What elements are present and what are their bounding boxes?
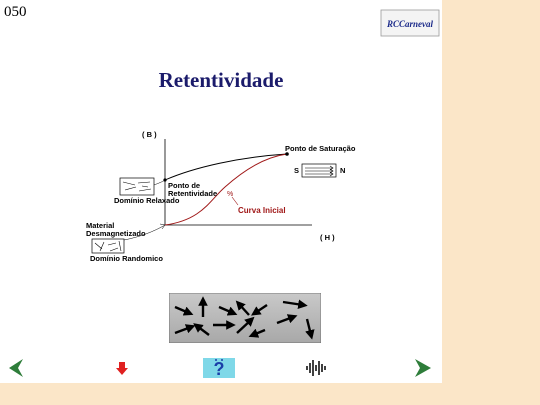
random-domain-box <box>91 238 125 254</box>
random-domains-image <box>169 293 321 343</box>
down-button[interactable] <box>116 358 128 378</box>
prev-slide-button[interactable] <box>8 358 24 378</box>
demag-label-2: Desmagnetizado <box>86 229 146 238</box>
saturation-label: Ponto de Saturação <box>285 144 356 153</box>
next-slide-button[interactable] <box>414 358 432 378</box>
y-axis-label: ( B ) <box>142 130 157 139</box>
retentivity-label-1: Ponto de <box>168 181 200 190</box>
retentivity-curve <box>164 153 288 181</box>
x-axis-label: ( H ) <box>320 233 335 242</box>
random-domain-label: Domínio Randomico <box>90 254 163 263</box>
arrow-right-icon <box>415 359 431 377</box>
hysteresis-diagram: ( B ) ( H ) Ponto de Saturação Ponto de … <box>86 130 356 263</box>
magnet-n: N <box>340 166 345 175</box>
sound-wave-icon <box>306 360 326 376</box>
page-title: Retentividade <box>158 68 284 92</box>
curve-marker: % <box>227 191 233 198</box>
sound-button[interactable] <box>305 358 329 378</box>
relaxed-domain-box <box>119 177 155 196</box>
saturation-point <box>285 152 289 156</box>
initial-curve-label: Curva Inicial <box>238 206 286 215</box>
slide-number: 050 <box>4 4 27 20</box>
help-button[interactable]: ? <box>203 358 235 378</box>
logo: RCCarneval <box>380 9 440 37</box>
slide: 050 RCCarneval Retentividade ( B ) ( H )… <box>0 0 442 383</box>
retentivity-label-2: Retentividade <box>168 189 217 198</box>
logo-text: RCCarneval <box>386 19 434 29</box>
arrow-left-icon <box>9 359 23 377</box>
question-icon: ? <box>214 359 225 378</box>
demag-label-1: Material <box>86 221 114 230</box>
arrow-down-icon <box>116 362 128 375</box>
relaxed-domain-label: Domínio Relaxado <box>114 196 180 205</box>
initial-curve <box>164 153 288 226</box>
magnet-s: S <box>294 166 299 175</box>
